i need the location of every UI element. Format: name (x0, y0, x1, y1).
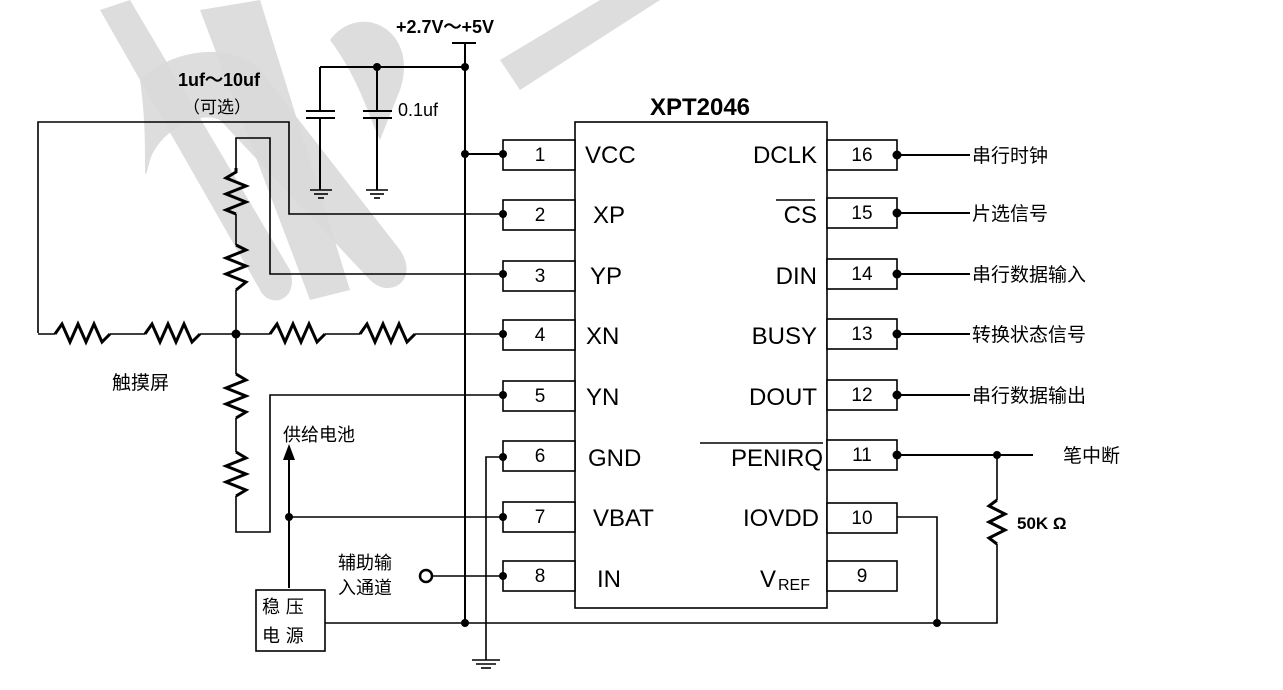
right-signal-wires (465, 150, 1033, 627)
pin-9-name: V (760, 566, 776, 593)
pin-14-number: 14 (851, 264, 873, 285)
pin-6-name: GND (588, 445, 641, 472)
pin-7-number: 7 (535, 507, 546, 528)
pin-12-number: 12 (851, 385, 872, 406)
pin-15-name: CS (784, 202, 817, 229)
pin-3-number: 3 (535, 266, 546, 287)
aux-input-label-line2: 入通道 (338, 578, 392, 599)
pullup-resistor-label: 50K Ω (1017, 514, 1067, 533)
ic-title: XPT2046 (650, 94, 750, 121)
touch-screen-label: 触摸屏 (112, 372, 169, 394)
pin-11-name: PENIRQ (731, 445, 823, 472)
regulator-label-line2: 电 源 (262, 626, 304, 647)
supply-voltage-label: +2.7V～+5V (396, 17, 494, 37)
pin-9-subscript: REF (778, 577, 810, 594)
pin-10-number: 10 (851, 508, 872, 529)
signal-dout-label: 串行数据输出 (972, 385, 1086, 407)
pin-9-number: 9 (857, 566, 868, 587)
bulk-cap-label: 1uf～10uf (178, 70, 261, 90)
small-cap-label: 0.1uf (398, 100, 439, 120)
pin-2-number: 2 (535, 205, 546, 226)
pin-7-name: VBAT (593, 505, 654, 532)
signal-cs-label: 片选信号 (972, 203, 1048, 225)
pin-5-name: YN (586, 384, 619, 411)
pin-16-name: DCLK (753, 142, 817, 169)
pin-13-number: 13 (851, 324, 872, 345)
pin-12-name: DOUT (749, 384, 817, 411)
regulator-box (255, 589, 326, 652)
pin-16-number: 16 (851, 145, 872, 166)
signal-din-label: 串行数据输入 (972, 264, 1086, 286)
touch-screen-network (37, 121, 507, 533)
pin-8-name: IN (597, 566, 621, 593)
signal-dclk-label: 串行时钟 (972, 145, 1048, 167)
regulator-label-line1: 稳 压 (262, 597, 304, 618)
bulk-cap-note: （可选） (183, 98, 251, 118)
pin-5-number: 5 (535, 386, 546, 407)
pin-14-name: DIN (776, 263, 817, 290)
signal-penirq-label: 笔中断 (1063, 445, 1120, 467)
pin-4-number: 4 (535, 325, 546, 346)
signal-busy-label: 转换状态信号 (972, 324, 1086, 346)
pin-6-number: 6 (535, 446, 546, 467)
pin-11-number: 11 (852, 445, 872, 466)
pin-3-name: YP (590, 263, 622, 290)
aux-input-label-line1: 辅助输 (338, 553, 392, 574)
pin-2-name: XP (593, 202, 625, 229)
power-supply: +2.7V～+5V (306, 17, 507, 627)
pin-1-name: VCC (585, 142, 636, 169)
pin-10-name: IOVDD (743, 505, 819, 532)
battery-label: 供给电池 (283, 425, 355, 446)
battery-aux-wiring (255, 444, 507, 669)
pin-4-name: XN (586, 323, 619, 350)
pin-1-number: 1 (535, 145, 546, 166)
pin-13-name: BUSY (752, 323, 817, 350)
pin-8-number: 8 (535, 566, 546, 587)
ic-body (574, 121, 828, 609)
left-pins: 1 2 3 4 5 6 7 8 VCC XP YP XN YN GND VBAT… (502, 139, 654, 593)
pin-15-number: 15 (851, 203, 872, 224)
